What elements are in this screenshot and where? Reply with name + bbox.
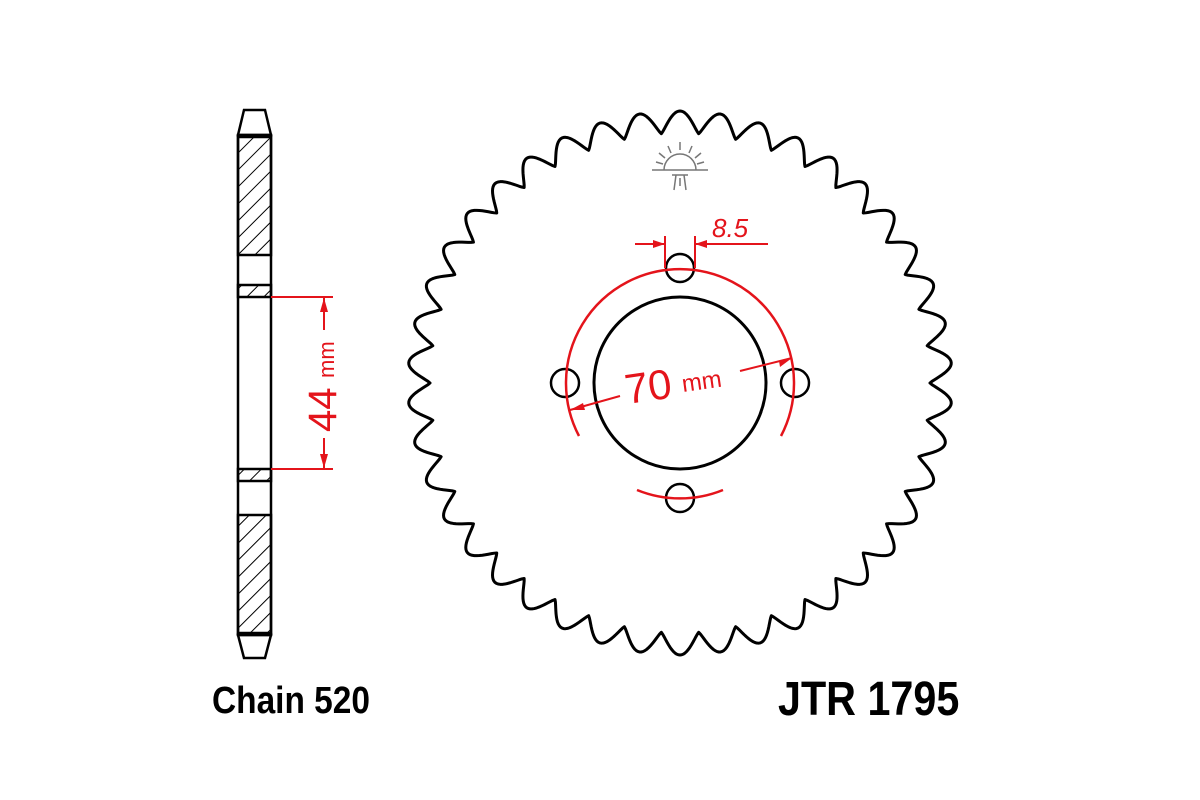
side-width-value: 44 <box>301 388 345 433</box>
center-bore <box>592 295 768 471</box>
side-profile-bottom-tip <box>236 633 273 660</box>
bolt-circle-arc-lower <box>636 488 724 500</box>
bolt-hole-value: 8.5 <box>712 213 749 243</box>
side-width-unit: mm <box>314 341 339 378</box>
bolt-hole-right <box>779 367 811 399</box>
bolt-hole-dimension: 8.5 <box>635 213 768 268</box>
bolt-circle-dimension: 70 mm <box>569 357 793 413</box>
side-profile-view: 44 mm <box>236 108 345 660</box>
side-profile-hatch-lower-thin <box>236 467 273 483</box>
side-width-dimension: 44 mm <box>271 296 345 470</box>
side-profile-hatch-upper-thin <box>236 283 273 299</box>
side-profile-top-tip <box>236 108 273 137</box>
bolt-circle-value: 70 <box>622 360 675 413</box>
bolt-circle-unit: mm <box>680 366 723 398</box>
sprocket-teeth-outline <box>407 109 953 657</box>
part-number-label: JTR 1795 <box>778 673 960 726</box>
jt-logo-icon <box>652 142 708 191</box>
chain-size-label: Chain 520 <box>212 680 370 722</box>
bolt-circle-arc-upper <box>564 267 796 437</box>
bolt-hole-left <box>549 367 581 399</box>
side-profile-hatch-bottom <box>236 513 273 635</box>
sprocket-front-view: 70 mm 8.5 <box>407 109 953 657</box>
side-profile-hatch-top <box>236 135 273 257</box>
